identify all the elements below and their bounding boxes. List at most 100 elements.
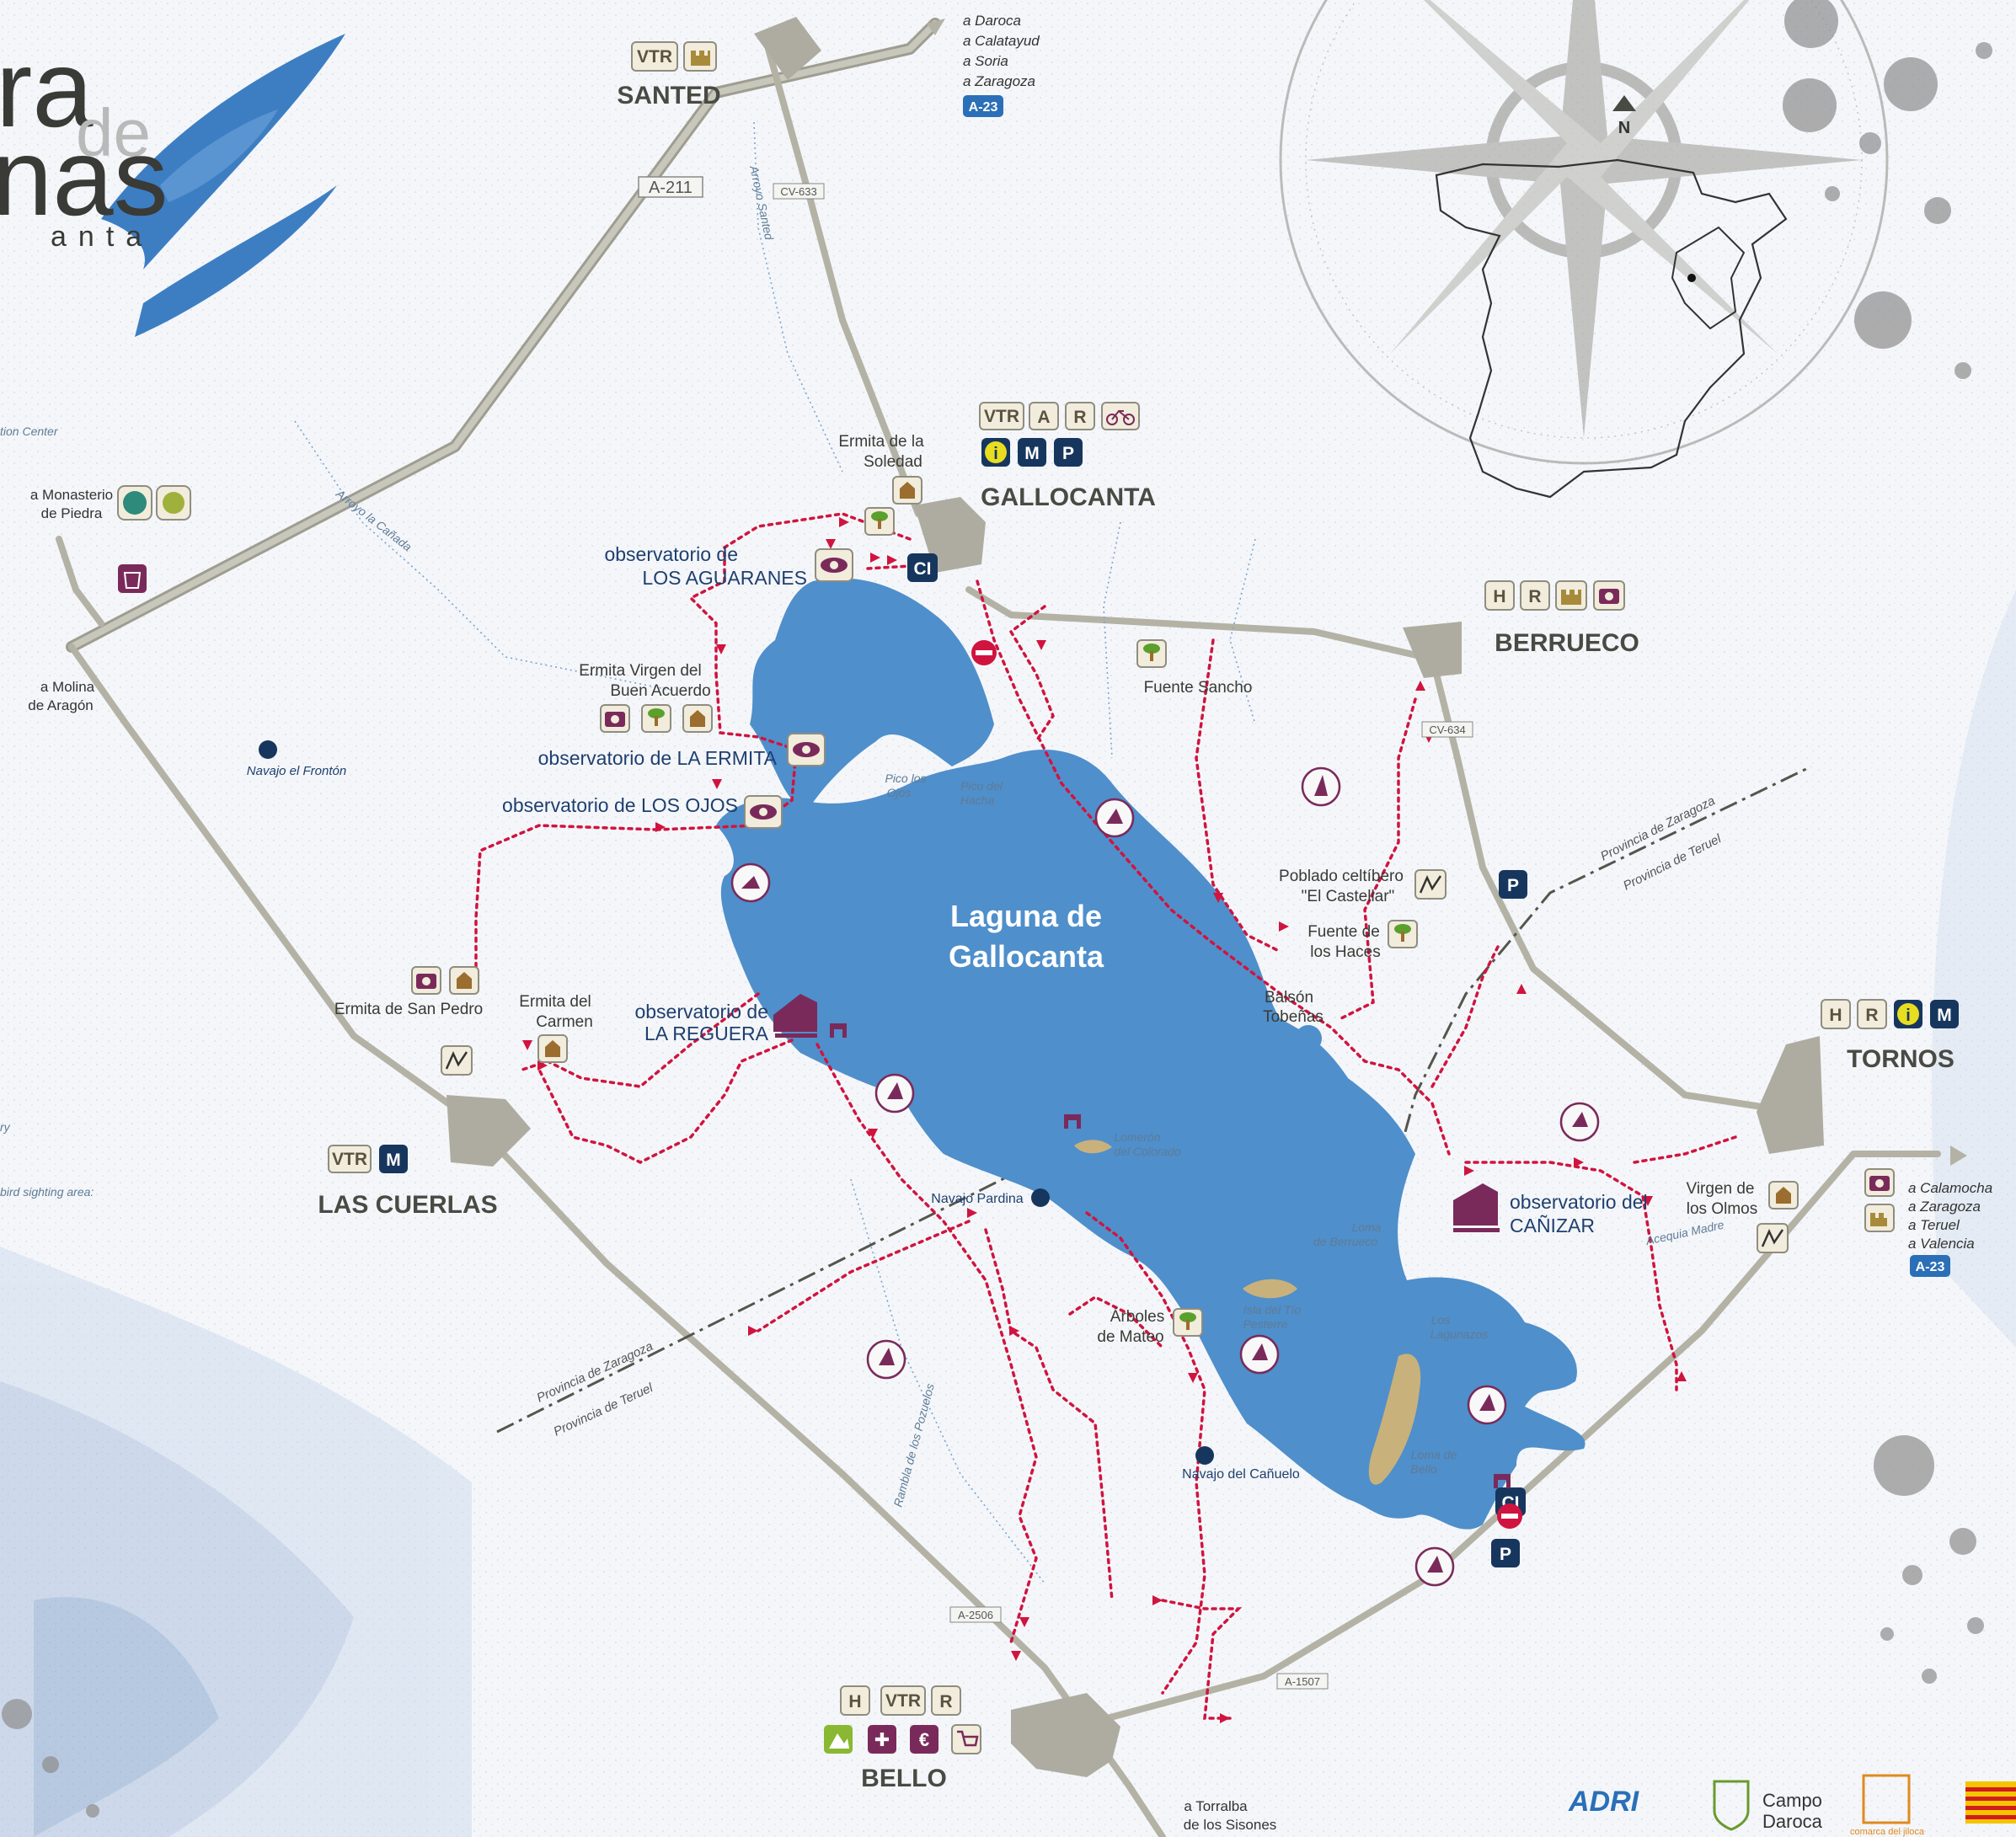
edge-fragment-3: bird sighting area: xyxy=(0,1185,94,1199)
label-torralba-2: de los Sisones xyxy=(1184,1817,1277,1833)
town-blocks xyxy=(447,17,1824,1777)
walking-routes xyxy=(474,512,1737,1720)
brand-block: ra de nas anta xyxy=(0,27,345,337)
monasterio-icon xyxy=(123,491,147,515)
camera-icon xyxy=(605,712,625,727)
logo-campo-daroca-icon xyxy=(1713,1780,1750,1831)
camera-icon xyxy=(1599,589,1619,604)
label-navajo-pardina: Navajo Pardina xyxy=(931,1192,1024,1206)
compass-rose xyxy=(1279,0,1889,465)
obs-reguera-2: LA REGUERA xyxy=(644,1023,769,1044)
place-labels: Ermita de la Soledad Ermita Virgen del B… xyxy=(28,433,1757,1833)
point-icons: P CI CI P xyxy=(117,476,1895,1567)
chapel-icon xyxy=(545,1040,560,1057)
parking-icon: P xyxy=(1500,1545,1511,1564)
icons-gallocanta: VTR A R i M P xyxy=(979,402,1140,467)
dest-east-2: a Teruel xyxy=(1908,1217,1960,1233)
label-virgen-olmos-1: Virgen de xyxy=(1687,1180,1755,1198)
road-cv634 xyxy=(1429,654,1798,1115)
dest-north-3: a Zaragoza xyxy=(963,73,1035,89)
town-gallocanta: GALLOCANTA xyxy=(981,483,1156,511)
landscape-icon xyxy=(829,1733,849,1749)
logo-campo-daroca-2: Daroca xyxy=(1762,1811,1823,1832)
logo-jiloca-icon xyxy=(1862,1774,1911,1824)
label-buen-acuerdo-2: Buen Acuerdo xyxy=(610,682,710,700)
road-cv633 xyxy=(765,45,922,517)
pond-icon xyxy=(1031,1188,1050,1207)
vtr-icon: VTR xyxy=(332,1150,367,1169)
obs-aguaranes-1: observatorio de xyxy=(604,543,738,565)
label-san-pedro: Ermita de San Pedro xyxy=(334,1001,483,1018)
info-icon xyxy=(1897,1003,1919,1025)
brand-swoosh-2 xyxy=(135,185,337,337)
label-monasterio-2: de Piedra xyxy=(41,505,103,521)
laguna-de-gallocanta: Laguna de Gallocanta xyxy=(716,578,1586,1530)
label-loma-berrueco-2: de Berrueco xyxy=(1313,1235,1377,1248)
obs-ojos: observatorio de LOS OJOS xyxy=(502,794,738,816)
destinations-north: a Daroca a Calatayud a Soria a Zaragoza … xyxy=(927,13,1040,117)
shop-bag-icon xyxy=(123,572,142,589)
lake-name-line1: Laguna de xyxy=(950,899,1102,933)
town-tornos: TORNOS xyxy=(1847,1045,1955,1073)
svg-text:i: i xyxy=(993,445,998,463)
shield-a211: A-211 xyxy=(649,179,692,197)
shield-cv634: CV-634 xyxy=(1429,724,1465,736)
label-loma-berrueco-1: Loma xyxy=(1351,1220,1381,1234)
chapel-icon xyxy=(690,710,705,727)
lake-name-line2: Gallocanta xyxy=(949,939,1104,974)
label-balson-1: Balsón xyxy=(1265,989,1313,1007)
obs-ermita: observatorio de LA ERMITA xyxy=(538,747,778,769)
obs-canizar-2: CAÑIZAR xyxy=(1510,1215,1595,1236)
label-loma-bello-2: Bello xyxy=(1410,1462,1436,1476)
label-molina-1: a Molina xyxy=(40,679,95,695)
castle-icon xyxy=(1870,1213,1887,1226)
archaeological-site-icon xyxy=(445,1050,468,1070)
decor-swoosh-bottom-left xyxy=(0,1247,472,1837)
arrow-east-icon xyxy=(1950,1145,1967,1166)
obs-canizar-1: observatorio del xyxy=(1510,1191,1648,1213)
label-isla-1: Isla del Tío xyxy=(1243,1303,1302,1316)
road-shields: A-211 CV-633 CV-634 A-2506 A-1507 xyxy=(638,176,1473,1690)
restaurant-r-icon: R xyxy=(1073,408,1086,427)
info-icon xyxy=(985,441,1007,463)
archaeological-site-icon xyxy=(1419,874,1442,894)
hide-icon xyxy=(830,1023,847,1038)
road-molina xyxy=(56,536,104,627)
eye-icon xyxy=(750,804,777,820)
label-lomeron-2: del Colorado xyxy=(1114,1145,1181,1158)
label-lagunazos-1: Los xyxy=(1431,1313,1451,1327)
bank-euro-icon: € xyxy=(919,1729,929,1750)
eye-icon xyxy=(793,742,820,757)
label-carmen-1: Ermita del xyxy=(519,993,591,1011)
label-fuente-haces-2: los Haces xyxy=(1310,943,1380,961)
restaurant-r-icon: R xyxy=(939,1692,952,1712)
hotel-h-icon: H xyxy=(1493,587,1505,606)
hotel-h-icon: H xyxy=(848,1692,861,1712)
icons-berrueco: H R xyxy=(1484,580,1625,611)
label-ermita-soledad-1: Ermita de la xyxy=(838,433,924,451)
ci-center-icon: CI xyxy=(914,559,932,579)
lake-main-body xyxy=(716,750,1586,1530)
vtr-icon: VTR xyxy=(984,407,1019,426)
label-ermita-soledad-2: Soledad xyxy=(864,453,922,471)
chapel-icon xyxy=(457,972,472,989)
picnic-tree-icon xyxy=(1394,924,1411,942)
north-arrow-icon xyxy=(1612,95,1636,111)
picnic-tree-icon xyxy=(1179,1312,1196,1330)
eye-icon xyxy=(821,558,848,573)
castle-icon xyxy=(691,51,710,66)
shield-cv633: CV-633 xyxy=(780,185,816,198)
museum-m-icon: M xyxy=(1024,444,1040,463)
parking-icon: P xyxy=(1062,444,1074,463)
lomeron-colorado-islet xyxy=(1074,1140,1112,1154)
archaeological-site-icon xyxy=(1761,1228,1784,1247)
camera-icon xyxy=(1869,1176,1890,1191)
label-poblado-1: Poblado celtíbero xyxy=(1279,868,1404,885)
museum-m-icon: M xyxy=(1937,1006,1952,1025)
road-a2506 xyxy=(468,1117,1166,1837)
shield-a1507: A-1507 xyxy=(1285,1675,1320,1688)
svg-text:i: i xyxy=(1906,1007,1911,1025)
parking-icon: P xyxy=(1507,876,1519,895)
logo-comarca-jiloca: comarca del jiloca xyxy=(1850,1827,1925,1837)
